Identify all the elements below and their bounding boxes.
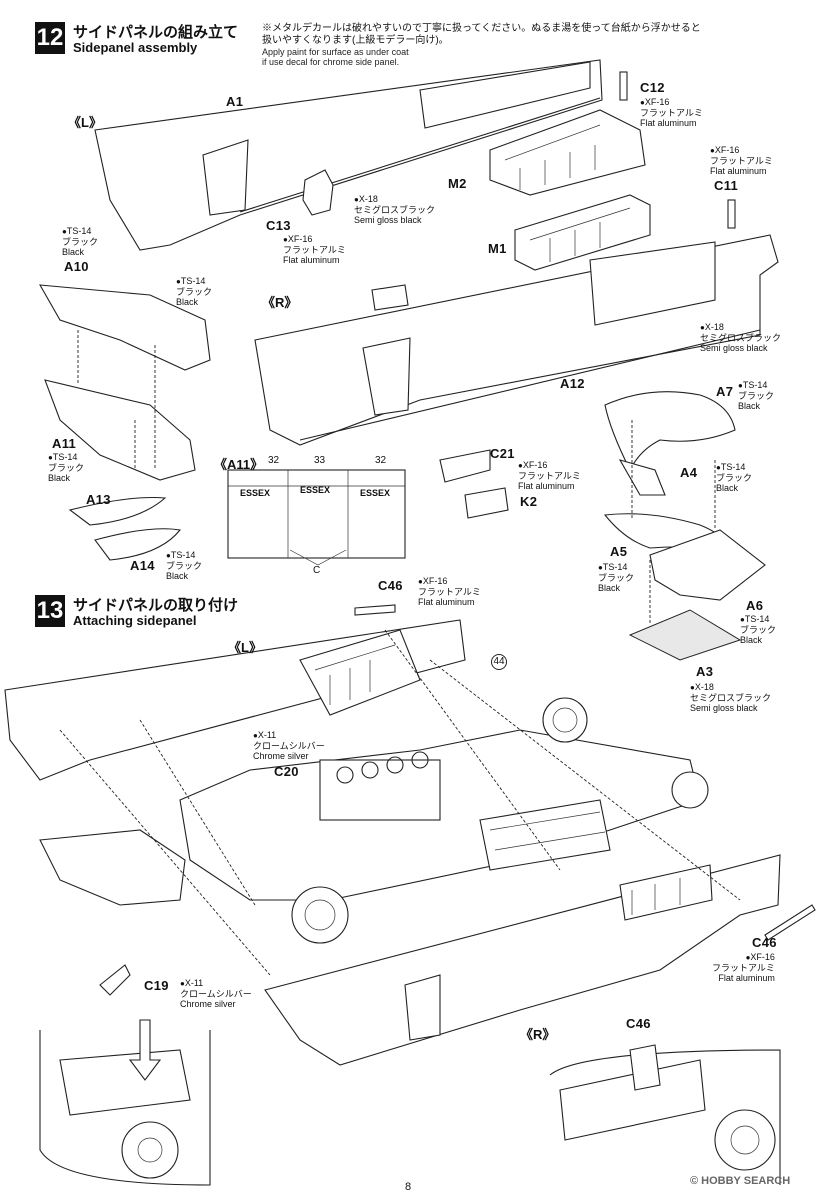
detail-inset-left xyxy=(39,1019,211,1186)
intake-m1-drawing xyxy=(514,194,651,271)
label-c-decal: C xyxy=(313,565,321,576)
chassis-assembly-drawing xyxy=(4,604,816,1066)
part-k2-drawing xyxy=(464,487,509,519)
label-a13: A13 xyxy=(86,492,111,507)
label-a11: A11 xyxy=(52,436,77,451)
label-c46-inset: C46 xyxy=(626,1016,651,1031)
decal-brand-3: ESSEX xyxy=(360,488,391,498)
label-c12: C12 xyxy=(640,80,665,95)
parts-a10-a14-drawing xyxy=(38,284,211,561)
label-c19: C19 xyxy=(144,978,169,993)
rear-wing-parts-drawing xyxy=(603,391,766,661)
step-12-title-en: Sidepanel assembly xyxy=(73,40,198,55)
label-c46-top: C46 xyxy=(378,578,403,593)
side-left-label-13: 《L》 xyxy=(228,640,262,655)
part-c11-drawing xyxy=(727,199,736,229)
page-number: 8 xyxy=(405,1181,412,1193)
note-jp-line-1: ※メタルデカールは破れやすいので丁寧に扱ってください。ぬるま湯を使って台紙から浮… xyxy=(262,23,701,34)
step-13-title-jp: サイドパネルの取り付け xyxy=(73,597,239,614)
label-m2: M2 xyxy=(448,176,467,191)
label-k2: K2 xyxy=(520,494,538,509)
side-right-label-12: 《R》 xyxy=(262,295,298,310)
side-right-label-13: 《R》 xyxy=(520,1027,556,1042)
part-c13-drawing xyxy=(302,169,334,216)
label-a14: A14 xyxy=(130,558,155,573)
watermark: © HOBBY SEARCH xyxy=(690,1175,791,1187)
a11-decal-diagram xyxy=(227,469,406,566)
step-13-number: 13 xyxy=(35,595,65,627)
label-m1: M1 xyxy=(488,241,507,256)
label-a10: A10 xyxy=(64,259,89,274)
label-c11: C11 xyxy=(714,178,739,193)
label-a4: A4 xyxy=(680,465,698,480)
part-c21-drawing xyxy=(439,449,491,483)
sidepanel-a12-drawing xyxy=(254,234,779,446)
label-a1: A1 xyxy=(226,94,244,109)
side-left-label-12: 《L》 xyxy=(68,115,102,130)
label-a7: A7 xyxy=(716,384,734,399)
step-12-note: ※メタルデカールは破れやすいので丁寧に扱ってください。ぬるま湯を使って台紙から浮… xyxy=(262,23,782,67)
callout-44: 44 xyxy=(491,654,507,670)
label-c13: C13 xyxy=(266,218,291,233)
label-a3: A3 xyxy=(696,664,714,679)
step-12-number: 12 xyxy=(35,22,65,54)
step-13-title-en: Attaching sidepanel xyxy=(73,613,197,628)
note-en-line-2: if use decal for chrome side panel. xyxy=(262,57,400,67)
side-a11-label: 《A11》 xyxy=(214,457,264,472)
sidepanel-a1-drawing xyxy=(94,59,603,251)
decal-32a: 32 xyxy=(268,455,280,466)
step-12-title-jp: サイドパネルの組み立て xyxy=(73,24,239,41)
decal-33: 33 xyxy=(314,455,326,466)
decal-brand-1: ESSEX xyxy=(240,488,271,498)
label-c20: C20 xyxy=(274,764,299,779)
decal-32b: 32 xyxy=(375,455,387,466)
part-c12-drawing xyxy=(619,71,628,101)
intake-m2-drawing xyxy=(489,109,646,196)
label-a6: A6 xyxy=(746,598,764,613)
detail-inset-right xyxy=(549,1044,781,1185)
label-a5: A5 xyxy=(610,544,628,559)
note-jp-line-2: 扱いやすくなります(上級モデラー向け)。 xyxy=(262,35,449,46)
note-en-line-1: Apply paint for surface as under coat xyxy=(262,47,409,57)
decal-brand-2: ESSEX xyxy=(300,485,331,495)
label-c46-right: C46 xyxy=(752,935,777,950)
label-c21: C21 xyxy=(490,446,515,461)
label-a12: A12 xyxy=(560,376,585,391)
